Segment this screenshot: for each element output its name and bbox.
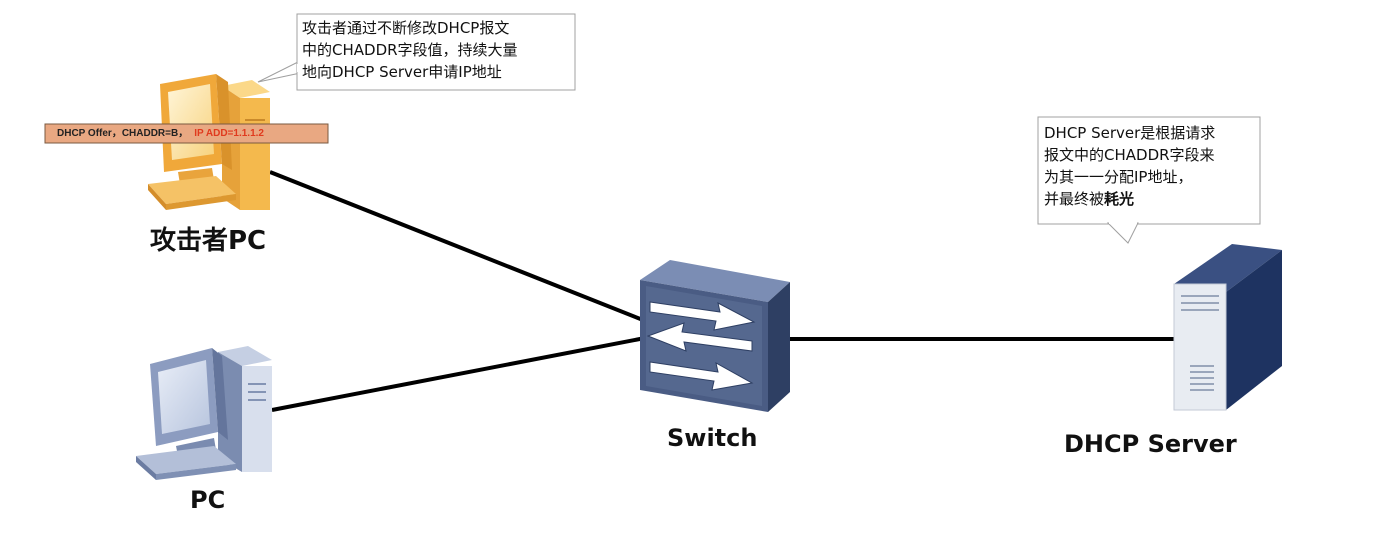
link-pc-switch — [271, 336, 646, 412]
attacker-callout — [257, 13, 576, 91]
dhcp-offer-banner: DHCP Offer，CHADDR=B， IP ADD=1.1.1.2 — [45, 124, 328, 143]
server-callout-line: 为其一一分配IP地址， — [1044, 168, 1193, 186]
offer-banner-text: DHCP Offer，CHADDR=B， — [57, 128, 189, 139]
switch-icon — [640, 260, 790, 412]
attacker-callout-line: 地向DHCP Server申请IP地址 — [302, 63, 502, 81]
server-callout-line: 报文中的CHADDR字段来 — [1044, 146, 1215, 164]
attacker-callout-line: 攻击者通过不断修改DHCP报文 — [302, 19, 510, 37]
server-callout-line4-normal: 并最终被 — [1044, 190, 1105, 208]
offer-banner-ip: IP ADD=1.1.1.2 — [194, 128, 264, 139]
server-callout-line: DHCP Server是根据请求 — [1044, 124, 1216, 142]
offer-banner-bg — [44, 123, 329, 144]
link-attacker-switch — [269, 170, 649, 324]
network-links — [269, 170, 1176, 412]
server-callout-line-4: 并最终被耗光 — [1044, 188, 1215, 210]
switch-label: Switch — [667, 424, 758, 452]
server-icon — [1173, 244, 1282, 411]
pc-label: PC — [190, 486, 226, 514]
attacker-callout-text: 攻击者通过不断修改DHCP报文中的CHADDR字段值，持续大量地向DHCP Se… — [302, 17, 518, 83]
server-callout-text: DHCP Server是根据请求报文中的CHADDR字段来为其一一分配IP地址，… — [1044, 122, 1215, 210]
server-callout — [1037, 116, 1261, 244]
attacker-callout-line: 中的CHADDR字段值，持续大量 — [302, 41, 518, 59]
pc-computer-icon — [136, 346, 272, 480]
attacker-pc-label: 攻击者PC — [150, 226, 267, 256]
dhcp-server-label: DHCP Server — [1064, 430, 1237, 458]
server-callout-line4-bold: 耗光 — [1104, 190, 1135, 208]
